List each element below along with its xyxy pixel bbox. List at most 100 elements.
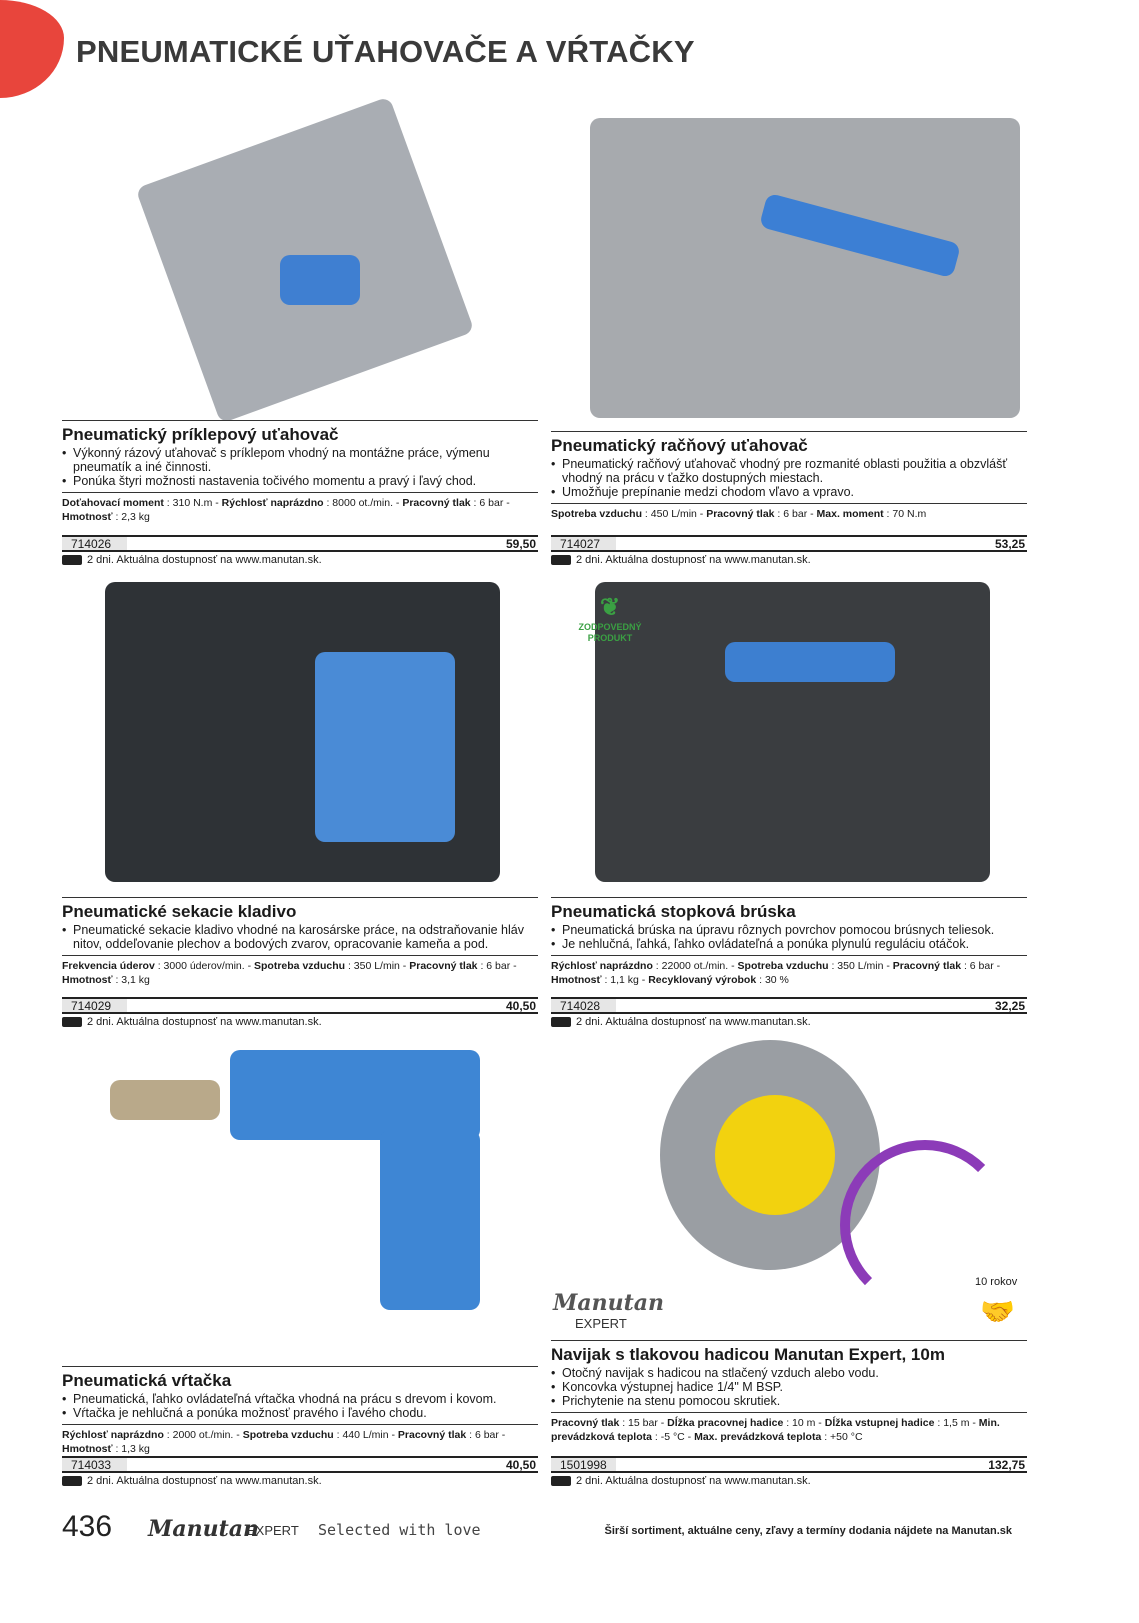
specifications: Rýchlosť naprázdno : 2000 ot./min. - Spo… bbox=[62, 1424, 538, 1456]
footer-link[interactable]: Manutan.sk bbox=[951, 1525, 1012, 1537]
spec-label: Pracovný tlak bbox=[402, 497, 471, 509]
warranty-label: 10 rokov bbox=[975, 1276, 1018, 1288]
feature-list: Výkonný rázový uťahovač s príklepom vhod… bbox=[62, 446, 538, 488]
truck-icon bbox=[551, 1017, 571, 1027]
feature-item: Výkonný rázový uťahovač s príklepom vhod… bbox=[62, 446, 538, 474]
spec-label: Min. prevádzková teplota bbox=[551, 1417, 1000, 1443]
truck-icon bbox=[62, 1476, 82, 1486]
spec-label: Spotreba vzduchu bbox=[551, 508, 643, 520]
delivery-info: 2 dni. Aktuálna dostupnosť na www.manuta… bbox=[551, 554, 1027, 566]
manutan-expert-logo: Manutan EXPERT bbox=[553, 1290, 665, 1331]
delivery-info: 2 dni. Aktuálna dostupnosť na www.manuta… bbox=[62, 1475, 538, 1487]
spec-value: : 10 m - bbox=[783, 1417, 825, 1429]
product-title: Pneumatická stopková brúska bbox=[551, 902, 796, 921]
spec-value: : 30 % bbox=[756, 974, 789, 986]
feature-item: Pneumatický račňový uťahovač vhodný pre … bbox=[551, 457, 1027, 485]
spec-label: Rýchlosť naprázdno bbox=[551, 960, 653, 972]
spec-value: : 6 bar - bbox=[774, 508, 817, 520]
product-code[interactable]: 714028 bbox=[551, 999, 616, 1013]
truck-icon bbox=[62, 1017, 82, 1027]
feature-list: Pneumatické sekacie kladivo vhodné na ka… bbox=[62, 923, 538, 951]
spec-value: : 6 bar - bbox=[466, 1429, 506, 1441]
spec-label: Spotreba vzduchu bbox=[737, 960, 829, 972]
spec-label: Max. prevádzková teplota bbox=[694, 1431, 822, 1443]
spec-value: : +50 °C bbox=[821, 1431, 863, 1443]
spec-value: : 6 bar - bbox=[477, 960, 517, 972]
truck-icon bbox=[551, 1476, 571, 1486]
price: 40,50 bbox=[505, 1458, 536, 1472]
spec-value: : 6 bar - bbox=[470, 497, 510, 509]
product-code[interactable]: 714027 bbox=[551, 537, 616, 551]
footer-slogan: Selected with love bbox=[318, 1521, 481, 1539]
spec-value: : 3,1 kg bbox=[112, 974, 150, 986]
product-card: Pneumatický račňový uťahovačPneumatický … bbox=[551, 431, 1027, 573]
spec-label: Spotreba vzduchu bbox=[242, 1429, 334, 1441]
footer-logo-sub: EXPERT bbox=[247, 1523, 299, 1538]
specifications: Doťahovací moment : 310 N.m - Rýchlosť n… bbox=[62, 492, 538, 524]
spec-value: : 8000 ot./min. - bbox=[323, 497, 403, 509]
spec-value: : 2,3 kg bbox=[112, 511, 150, 523]
feature-list: Pneumatická, ľahko ovládateľná vŕtačka v… bbox=[62, 1392, 538, 1420]
spec-value: : 440 L/min - bbox=[333, 1429, 398, 1441]
footer-note: Širší sortiment, aktuálne ceny, zľavy a … bbox=[604, 1525, 1013, 1537]
spec-value: : -5 °C - bbox=[651, 1431, 695, 1443]
delivery-info: 2 dni. Aktuálna dostupnosť na www.manuta… bbox=[551, 1016, 1027, 1028]
spec-value: : 70 N.m bbox=[883, 508, 927, 520]
price: 132,75 bbox=[988, 1458, 1025, 1472]
product-card: Pneumatický príklepový uťahovačVýkonný r… bbox=[62, 420, 538, 573]
product-code[interactable]: 714029 bbox=[62, 999, 127, 1013]
product-title: Pneumatický račňový uťahovač bbox=[551, 436, 808, 455]
spec-label: Rýchlosť naprázdno bbox=[221, 497, 324, 509]
product-image-hose-reel bbox=[620, 1040, 1020, 1320]
order-row: 714026 59,50 bbox=[62, 535, 538, 552]
delivery-info: 2 dni. Aktuálna dostupnosť na www.manuta… bbox=[62, 554, 538, 566]
price: 40,50 bbox=[505, 999, 536, 1013]
spec-label: Hmotnosť bbox=[62, 1443, 113, 1455]
feature-item: Je nehlučná, ľahká, ľahko ovládateľná a … bbox=[551, 937, 1027, 951]
product-card: Pneumatická stopková brúskaPneumatická b… bbox=[551, 897, 1027, 1035]
specifications: Spotreba vzduchu : 450 L/min - Pracovný … bbox=[551, 503, 1027, 521]
spec-label: Rýchlosť naprázdno bbox=[62, 1429, 164, 1441]
specifications: Rýchlosť naprázdno : 22000 ot./min. - Sp… bbox=[551, 955, 1027, 987]
spec-label: Frekvencia úderov bbox=[62, 960, 155, 972]
feature-item: Koncovka výstupnej hadice 1/4" M BSP. bbox=[551, 1380, 1027, 1394]
truck-icon bbox=[551, 555, 571, 565]
feature-list: Pneumatický račňový uťahovač vhodný pre … bbox=[551, 457, 1027, 499]
leaf-icon: ❦ bbox=[599, 594, 621, 621]
product-code[interactable]: 714033 bbox=[62, 1458, 127, 1472]
product-title: Pneumatický príklepový uťahovač bbox=[62, 425, 339, 444]
spec-value: : 3000 úderov/min. - bbox=[154, 960, 255, 972]
price: 59,50 bbox=[505, 537, 536, 551]
feature-list: Pneumatická brúska na úpravu rôznych pov… bbox=[551, 923, 1027, 951]
product-image-air-drill bbox=[110, 1040, 500, 1350]
spec-value: : 1,1 kg - bbox=[601, 974, 649, 986]
spec-label: Pracovný tlak bbox=[551, 1417, 620, 1429]
specifications: Pracovný tlak : 15 bar - Dĺžka pracovnej… bbox=[551, 1412, 1027, 1444]
divider bbox=[551, 431, 1027, 432]
feature-item: Pneumatické sekacie kladivo vhodné na ka… bbox=[62, 923, 538, 951]
product-code[interactable]: 714026 bbox=[62, 537, 127, 551]
spec-value: : 2000 ot./min. - bbox=[163, 1429, 243, 1441]
page-title: PNEUMATICKÉ UŤAHOVAČE A VŔTAČKY bbox=[76, 34, 695, 69]
product-card: Pneumatická vŕtačkaPneumatická, ľahko ov… bbox=[62, 1366, 538, 1494]
spec-label: Doťahovací moment bbox=[62, 497, 164, 509]
spec-value: : 6 bar - bbox=[961, 960, 1001, 972]
spec-value: : 1,3 kg bbox=[112, 1443, 150, 1455]
spec-label: Hmotnosť bbox=[62, 511, 113, 523]
feature-list: Otočný navijak s hadicou na stlačený vzd… bbox=[551, 1366, 1027, 1408]
spec-value: : 1,5 m - bbox=[934, 1417, 979, 1429]
responsible-product-badge: ❦ ZODPOVEDNÝ PRODUKT bbox=[578, 594, 642, 643]
feature-item: Prichytenie na stenu pomocou skrutiek. bbox=[551, 1394, 1027, 1408]
product-image-air-hammer bbox=[105, 582, 500, 887]
product-image-ratchet-wrench bbox=[580, 118, 1020, 428]
feature-item: Vŕtačka je nehlučná a ponúka možnosť pra… bbox=[62, 1406, 538, 1420]
product-image-die-grinder bbox=[585, 582, 990, 887]
feature-item: Ponúka štyri možnosti nastavenia točivéh… bbox=[62, 474, 538, 488]
spec-label: Dĺžka vstupnej hadice bbox=[824, 1417, 935, 1429]
product-code[interactable]: 1501998 bbox=[551, 1458, 616, 1472]
spec-label: Spotreba vzduchu bbox=[254, 960, 346, 972]
divider bbox=[551, 897, 1027, 898]
